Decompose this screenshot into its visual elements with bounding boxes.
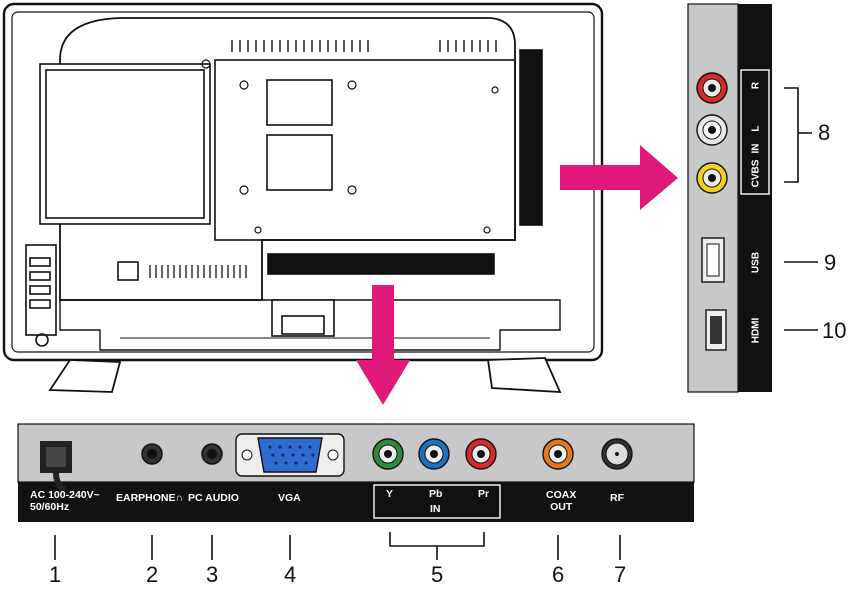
label-pr: Pr <box>478 488 490 500</box>
callout-6: 6 <box>552 562 565 587</box>
lower-vents <box>149 265 247 278</box>
label-side-cvbs: CVBS <box>750 159 762 188</box>
side-l-jack <box>696 114 728 146</box>
tv-back-view <box>2 2 604 393</box>
side-hdmi-port <box>705 309 727 351</box>
rf-jack <box>601 438 633 470</box>
label-side-l: L <box>750 125 762 132</box>
arrow-to-side-panel <box>560 145 678 210</box>
mount-holes <box>201 59 499 234</box>
label-side-in: IN <box>750 143 762 154</box>
side-usb-port <box>701 237 725 283</box>
coax-out-jack <box>542 438 574 470</box>
callout-5: 5 <box>431 562 444 587</box>
label-pc-audio: PC AUDIO <box>188 492 239 504</box>
label-earphone: EARPHONE <box>116 492 176 504</box>
label-ac-power-line2: 50/60Hz <box>30 501 70 513</box>
label-component-in: IN <box>430 503 441 515</box>
side-cvbs-jack <box>696 162 728 194</box>
callout-9: 9 <box>824 250 837 275</box>
component-pb-jack <box>418 438 450 470</box>
side-connector-panel <box>687 3 772 393</box>
headphone-icon: ∩ <box>175 492 184 504</box>
label-side-hdmi: HDMI <box>750 317 762 344</box>
callout-2: 2 <box>146 562 159 587</box>
label-coax-line1: COAX <box>546 489 577 501</box>
callout-10: 10 <box>822 318 847 343</box>
callout-3: 3 <box>206 562 219 587</box>
callout-8: 8 <box>818 120 831 145</box>
callout-7: 7 <box>614 562 627 587</box>
label-vga: VGA <box>278 492 301 504</box>
arrow-to-bottom-panel <box>356 285 410 405</box>
top-vents <box>231 40 497 52</box>
label-side-usb: USB <box>750 251 762 274</box>
bottom-callout-lines <box>54 532 621 560</box>
component-y-jack <box>372 438 404 470</box>
bottom-connector-panel <box>17 423 695 522</box>
label-pb: Pb <box>429 488 443 500</box>
label-y: Y <box>386 488 394 500</box>
component-pr-jack <box>465 438 497 470</box>
callout-4: 4 <box>284 562 297 587</box>
label-side-r: R <box>750 81 762 90</box>
side-r-jack <box>696 72 728 104</box>
side-callout-lines <box>784 87 818 331</box>
label-coax-line2: OUT <box>550 501 573 513</box>
label-ac-power-line1: AC 100-240V~ <box>30 489 100 501</box>
label-rf: RF <box>610 492 624 504</box>
callout-1: 1 <box>49 562 62 587</box>
